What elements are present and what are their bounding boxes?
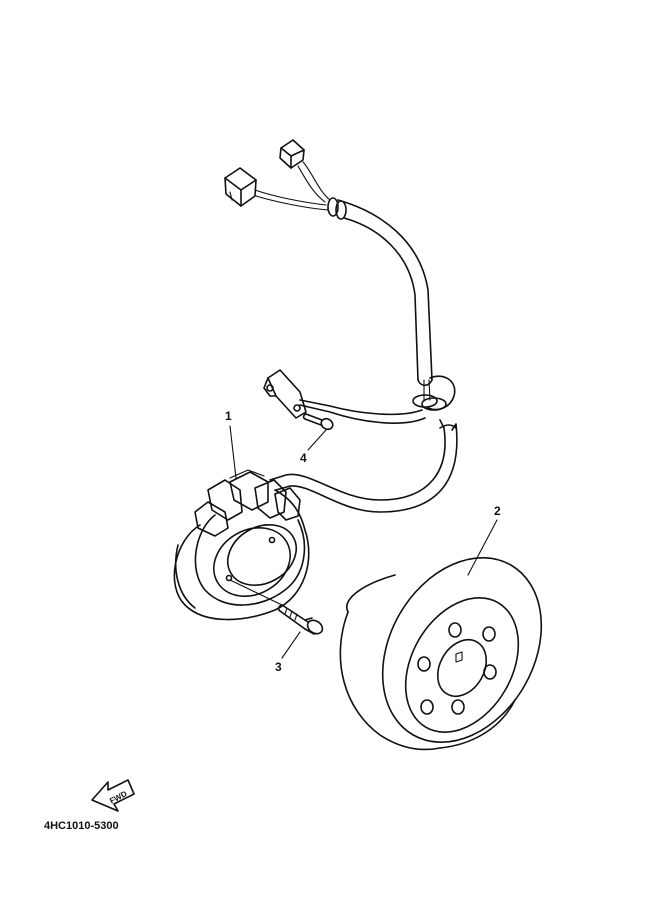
fwd-label: FWD xyxy=(108,789,129,806)
diagram-part-code: 4HC1010-5300 xyxy=(44,820,119,832)
callout-label-2: 2 xyxy=(494,504,501,518)
flywheel-rotor xyxy=(339,557,543,751)
callout-4: 4 xyxy=(300,429,327,465)
connector-lower xyxy=(224,167,257,207)
connector-upper xyxy=(279,139,305,169)
bolt-stator xyxy=(277,604,324,635)
callout-label-4: 4 xyxy=(300,451,307,465)
callout-3: 3 xyxy=(229,579,301,674)
wire-harness xyxy=(224,139,458,513)
screw-pickup xyxy=(302,413,334,431)
pickup-coil xyxy=(263,369,307,419)
forward-direction-arrow: FWD xyxy=(91,779,135,812)
callout-label-3: 3 xyxy=(275,660,282,674)
callout-2: 2 xyxy=(467,504,501,576)
callout-label-1: 1 xyxy=(225,409,232,423)
harness-clamp xyxy=(412,375,456,411)
callout-1: 1 xyxy=(225,409,237,479)
stator-assembly xyxy=(173,469,310,621)
